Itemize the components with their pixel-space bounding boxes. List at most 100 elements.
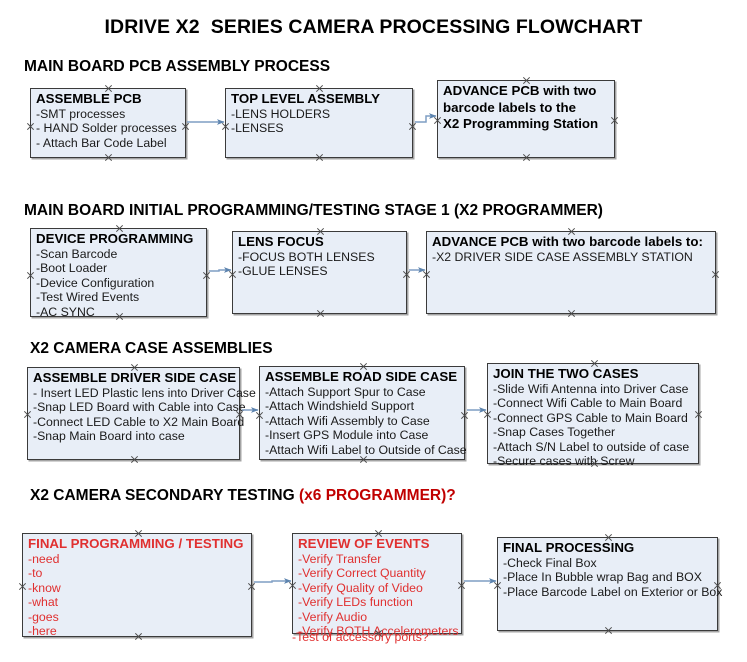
connector-handle-left[interactable]: [26, 271, 35, 280]
connector-handle-right[interactable]: [202, 271, 211, 280]
node-review-of-events-line-6: -Verify BOTH Accelerometers: [298, 624, 459, 639]
node-review-of-events-overflow-line: -Test of accessory ports?: [292, 630, 429, 644]
node-device-programming[interactable]: DEVICE PROGRAMMING -Scan Barcode -Boot L…: [30, 228, 207, 319]
connector-handle-bottom[interactable]: [130, 455, 139, 464]
node-assemble-pcb-line-3: - Attach Bar Code Label: [36, 135, 167, 150]
connector-handle-left[interactable]: [26, 122, 35, 131]
node-review-of-events[interactable]: REVIEW OF EVENTS -Verify Transfer -Verif…: [292, 533, 462, 638]
arrow-device-programming-to-lens-focus: [209, 267, 232, 273]
connector-handle-left[interactable]: [18, 582, 27, 591]
connector-handle-left[interactable]: [228, 270, 237, 279]
connector-handle-left[interactable]: [288, 581, 297, 590]
node-final-programming-testing-line-4: -what: [28, 595, 59, 610]
node-assemble-driver-side-case-title: ASSEMBLE DRIVER SIDE CASE: [33, 370, 237, 385]
node-final-programming-testing-line-3: -know: [28, 580, 61, 595]
connector-handle-right[interactable]: [247, 582, 256, 591]
connector-handle-right[interactable]: [711, 270, 720, 279]
node-final-programming-testing[interactable]: FINAL PROGRAMMING / TESTING -need -to -k…: [22, 533, 252, 639]
connector-handle-right[interactable]: [181, 122, 190, 131]
connector-handle-bottom[interactable]: [522, 153, 531, 162]
node-final-processing[interactable]: FINAL PROCESSING -Check Final Box -Place…: [497, 537, 723, 631]
node-assemble-road-side-case-line-1: -Attach Support Spur to Case: [265, 384, 426, 399]
node-assemble-driver-side-case-line-3: -Connect LED Cable to X2 Main Board: [33, 414, 245, 429]
section-heading-accent: (x6 PROGRAMMER)?: [299, 487, 456, 504]
node-assemble-road-side-case-title: ASSEMBLE ROAD SIDE CASE: [265, 369, 458, 384]
node-lens-focus-line-2: -GLUE LENSES: [238, 264, 328, 279]
node-advance-pcb-driver-side-station-title: ADVANCE PCB with two barcode labels to:: [432, 234, 703, 249]
connector-handle-right[interactable]: [610, 116, 619, 125]
node-join-the-two-cases-line-2: -Connect Wifi Cable to Main Board: [493, 396, 683, 411]
node-final-programming-testing-title: FINAL PROGRAMMING / TESTING: [28, 536, 244, 551]
node-device-programming-line-5: -AC SYNC: [36, 304, 95, 319]
node-review-of-events-line-4: -Verify LEDs function: [298, 595, 413, 610]
connector-handle-right[interactable]: [460, 411, 469, 420]
node-assemble-road-side-case[interactable]: ASSEMBLE ROAD SIDE CASE -Attach Support …: [259, 366, 467, 460]
connector-handle-left[interactable]: [433, 116, 442, 125]
node-assemble-driver-side-case-line-2: -Snap LED Board with Cable into Case: [33, 400, 246, 415]
connector-handle-right[interactable]: [457, 581, 466, 590]
connector-handle-left[interactable]: [255, 411, 264, 420]
connector-handle-left[interactable]: [422, 270, 431, 279]
connector-handle-bottom[interactable]: [567, 309, 576, 318]
arrow-final-programming-to-review: [254, 578, 292, 584]
node-assemble-driver-side-case[interactable]: ASSEMBLE DRIVER SIDE CASE - Insert LED P…: [27, 367, 256, 460]
node-join-the-two-cases-line-3: -Connect GPS Cable to Main Board: [493, 410, 688, 425]
node-join-the-two-cases-line-5: -Attach S/N Label to outside of case: [493, 439, 690, 454]
node-assemble-road-side-case-line-4: -Insert GPS Module into Case: [265, 428, 429, 443]
node-final-processing-line-1: -Check Final Box: [503, 555, 597, 570]
connector-handle-bottom[interactable]: [104, 153, 113, 162]
node-review-of-events-line-3: -Verify Quality of Video: [298, 580, 423, 595]
node-device-programming-line-3: -Device Configuration: [36, 275, 155, 290]
connector-handle-right[interactable]: [402, 270, 411, 279]
node-assemble-pcb-line-2: - HAND Solder processes: [36, 121, 177, 136]
node-assemble-driver-side-case-line-4: -Snap Main Board into case: [33, 429, 185, 444]
arrow-top-level-to-advance-pcb: [415, 113, 437, 123]
node-assemble-road-side-case-line-5: -Attach Wifi Label to Outside of Case: [265, 442, 467, 457]
node-review-of-events-line-2: -Verify Correct Quantity: [298, 566, 426, 581]
node-advance-pcb-driver-side-station-line-1: -X2 DRIVER SIDE CASE ASSEMBLY STATION: [432, 249, 693, 264]
node-top-level-assembly[interactable]: TOP LEVEL ASSEMBLY -LENS HOLDERS -LENSES: [225, 88, 413, 158]
section-heading-main-board-pcb-assembly: MAIN BOARD PCB ASSEMBLY PROCESS: [24, 58, 331, 75]
node-assemble-pcb[interactable]: ASSEMBLE PCB -SMT processes - HAND Solde…: [30, 88, 186, 158]
node-final-programming-testing-line-1: -need: [28, 551, 60, 566]
node-advance-pcb-programming-station-title-line-2: barcode labels to the: [443, 99, 577, 115]
connector-handle-left[interactable]: [221, 122, 230, 131]
connector-handle-right[interactable]: [694, 410, 703, 419]
node-advance-pcb-driver-side-station[interactable]: ADVANCE PCB with two barcode labels to: …: [426, 231, 716, 314]
node-top-level-assembly-title: TOP LEVEL ASSEMBLY: [231, 91, 381, 106]
connector-handle-right[interactable]: [408, 122, 417, 131]
node-device-programming-line-4: -Test Wired Events: [36, 290, 140, 305]
section-heading-main-board-initial-programming: MAIN BOARD INITIAL PROGRAMMING/TESTING S…: [24, 202, 603, 219]
node-final-processing-line-2: -Place In Bubble wrap Bag and BOX: [503, 570, 702, 585]
node-review-of-events-title: REVIEW OF EVENTS: [298, 536, 430, 551]
node-join-the-two-cases-line-6: -Secure cases with Screw: [493, 454, 635, 469]
node-lens-focus[interactable]: LENS FOCUS -FOCUS BOTH LENSES -GLUE LENS…: [232, 231, 407, 314]
node-assemble-pcb-title: ASSEMBLE PCB: [36, 91, 142, 106]
node-join-the-two-cases-line-1: -Slide Wifi Antenna into Driver Case: [493, 381, 689, 396]
connector-handle-bottom[interactable]: [604, 626, 613, 635]
node-device-programming-line-2: -Boot Loader: [36, 261, 108, 276]
node-device-programming-title: DEVICE PROGRAMMING: [36, 231, 194, 246]
node-join-the-two-cases[interactable]: JOIN THE TWO CASES -Slide Wifi Antenna i…: [487, 363, 699, 468]
connector-handle-bottom[interactable]: [315, 153, 324, 162]
node-advance-pcb-programming-station-title-line-1: ADVANCE PCB with two: [443, 83, 597, 98]
connector-handle-left[interactable]: [23, 410, 32, 419]
node-assemble-driver-side-case-line-1: - Insert LED Plastic lens into Driver Ca…: [33, 385, 256, 400]
node-lens-focus-title: LENS FOCUS: [238, 234, 324, 249]
node-assemble-pcb-line-1: -SMT processes: [36, 106, 126, 121]
node-final-programming-testing-line-5: -goes: [28, 609, 59, 624]
connector-handle-bottom[interactable]: [316, 309, 325, 318]
connector-handle-left[interactable]: [493, 581, 502, 590]
section-heading-x2-camera-case-assemblies: X2 CAMERA CASE ASSEMBLIES: [30, 340, 273, 357]
node-final-programming-testing-line-6: -here: [28, 624, 57, 639]
section-heading-text: X2 CAMERA SECONDARY TESTING: [30, 487, 299, 504]
node-device-programming-line-1: -Scan Barcode: [36, 246, 118, 261]
node-advance-pcb-programming-station-title-line-3: X2 Programming Station: [443, 116, 599, 131]
node-review-of-events-line-1: -Verify Transfer: [298, 551, 382, 566]
node-final-processing-line-3: -Place Barcode Label on Exterior or Box: [503, 584, 723, 599]
node-lens-focus-line-1: -FOCUS BOTH LENSES: [238, 249, 375, 264]
node-advance-pcb-programming-station[interactable]: ADVANCE PCB with two barcode labels to t…: [437, 80, 615, 158]
connector-handle-left[interactable]: [483, 410, 492, 419]
node-top-level-assembly-line-2: -LENSES: [231, 121, 284, 136]
